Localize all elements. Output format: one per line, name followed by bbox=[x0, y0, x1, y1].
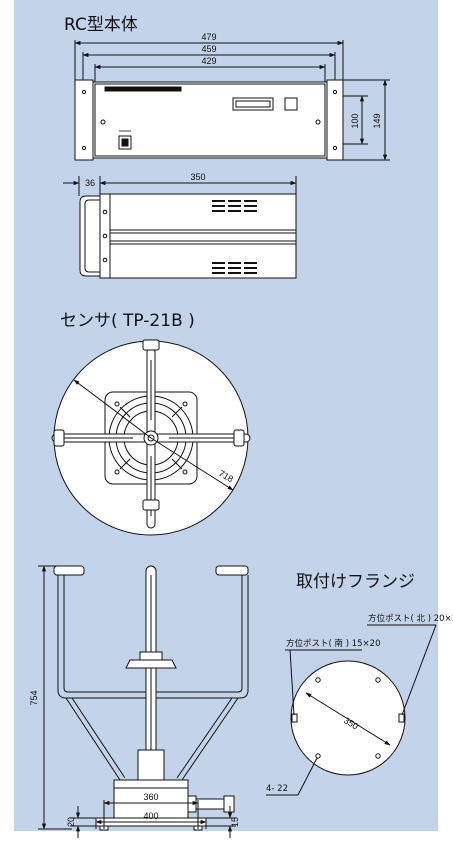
dim-459: 459 bbox=[201, 44, 216, 54]
dim-754: 754 bbox=[29, 690, 39, 705]
rc-unit-side-view bbox=[63, 176, 297, 279]
flange-hole bbox=[315, 753, 321, 759]
flange-view bbox=[266, 624, 437, 796]
dim-15: 15 bbox=[230, 817, 240, 827]
rc-unit-front-view bbox=[74, 40, 390, 161]
dim-429: 429 bbox=[201, 56, 216, 66]
dim-149: 149 bbox=[372, 113, 382, 128]
post-north bbox=[398, 713, 405, 723]
flange-hole bbox=[315, 677, 321, 683]
right-rack-ear bbox=[326, 79, 344, 161]
vent-slots bbox=[212, 200, 257, 274]
power-switch bbox=[118, 135, 132, 150]
dim-100: 100 bbox=[350, 113, 360, 128]
brand-strip bbox=[104, 86, 182, 92]
holes-label: 4- 22 bbox=[266, 784, 288, 794]
dim-line-flange-350 bbox=[305, 692, 391, 746]
dim-20: 20 bbox=[66, 817, 76, 827]
flange-hole bbox=[375, 753, 381, 759]
panel-button bbox=[284, 97, 298, 111]
rc-unit-heading: RC型本体 bbox=[64, 15, 138, 35]
post-south bbox=[291, 713, 298, 723]
post-north-label: 方位ポスト( 北 ) 20×15 bbox=[368, 613, 453, 624]
flange-heading: 取付けフランジ bbox=[296, 572, 415, 592]
flange-hole bbox=[375, 677, 381, 683]
display-window bbox=[232, 97, 274, 111]
sensor-top-view bbox=[51, 339, 251, 536]
sensor-heading: センサ( TP-21B ) bbox=[60, 311, 195, 331]
front-panel bbox=[92, 81, 328, 159]
dim-350-side: 350 bbox=[190, 172, 205, 182]
side-body bbox=[99, 193, 297, 279]
screw bbox=[315, 119, 321, 125]
dim-400: 400 bbox=[143, 811, 158, 821]
screw bbox=[100, 119, 106, 125]
left-rack-ear bbox=[74, 79, 94, 161]
post-south-label: 方位ポスト( 南 ) 15×20 bbox=[286, 638, 381, 649]
side-handle bbox=[79, 195, 100, 277]
sensor-side-view bbox=[38, 565, 249, 838]
dim-36: 36 bbox=[85, 178, 95, 188]
dim-479: 479 bbox=[201, 32, 216, 42]
dim-360: 360 bbox=[143, 792, 158, 802]
